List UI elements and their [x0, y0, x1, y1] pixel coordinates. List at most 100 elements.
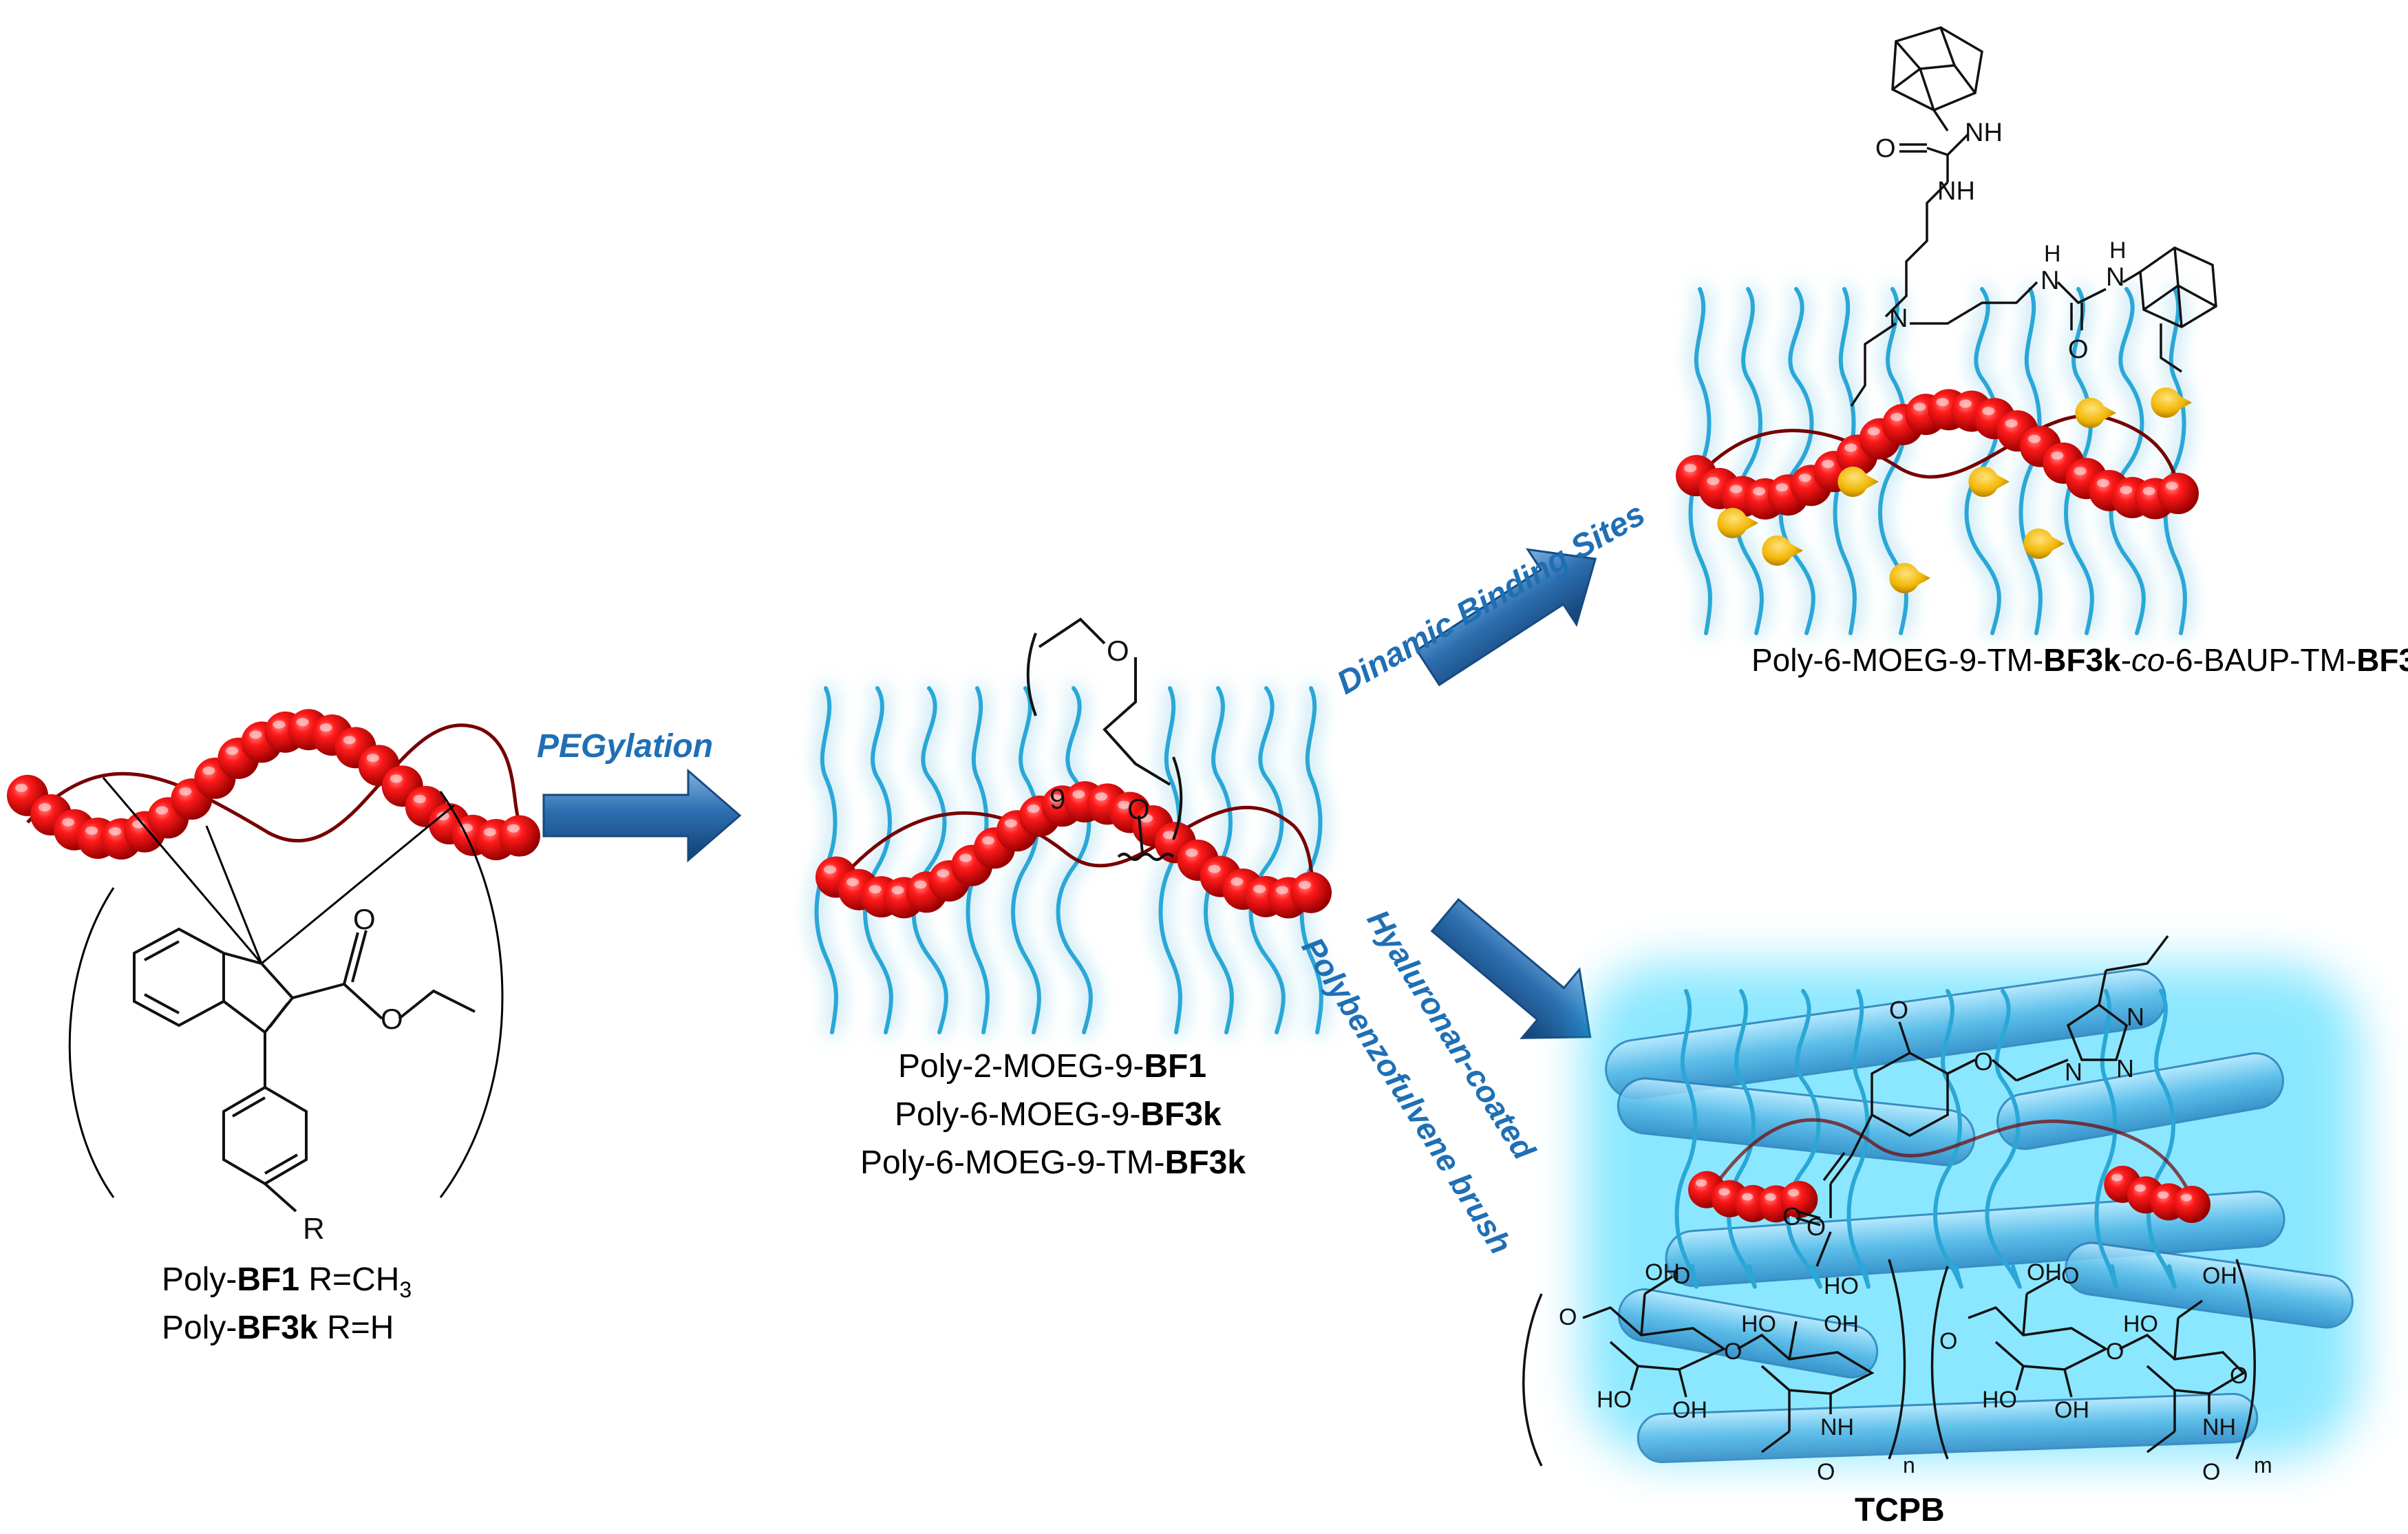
atom-n-triazole-3: N: [2065, 1058, 2082, 1086]
peg-chains-bottomright: [1674, 989, 2177, 1289]
polymer-backbone-topright: [1695, 414, 2184, 497]
peg-chain: [2146, 989, 2177, 1289]
atom-o-glycosidic-1: O: [1724, 1339, 1742, 1365]
atom-h-4: H: [2109, 237, 2127, 264]
peg-chain: [1011, 686, 1041, 1034]
peg-chain: [1056, 686, 1093, 1034]
peg-chain: [1734, 287, 1764, 635]
label-dynamic-binding: Dinamic Binding Sites: [1331, 496, 1651, 701]
arrow-dynamic-binding: [1415, 548, 1597, 687]
atom-r: R: [303, 1212, 325, 1246]
arrow-hyaluronan: [1430, 897, 1592, 1039]
atom-n-triazole-2: N: [2116, 1054, 2134, 1083]
middle-label-tm-bf3k: Poly-6-MOEG-9-TM-BF3k: [860, 1144, 1246, 1181]
peg-chain: [2109, 287, 2146, 635]
middle-label-bf3k: Poly-6-MOEG-9-BF3k: [895, 1096, 1222, 1133]
atom-oh-2: OH: [1672, 1397, 1707, 1423]
peg-chain: [1785, 989, 1822, 1289]
atom-nh-b: NH: [2202, 1414, 2236, 1440]
atom-o-ester: O: [381, 1003, 403, 1035]
atom-o-end-right: O: [2230, 1363, 2248, 1389]
atom-oh-5: OH: [2054, 1397, 2089, 1423]
ferulate-triazole-structure: [1796, 935, 2169, 1267]
atom-oh-8: OH: [1824, 1311, 1859, 1337]
peg-chain: [911, 686, 948, 1034]
atom-oh-acid-1: OH: [1645, 1259, 1680, 1286]
subscript-m: m: [2254, 1453, 2272, 1478]
atom-n-triazole-1: N: [2127, 1003, 2144, 1031]
atom-o-peg-bottom: O: [1127, 793, 1150, 825]
atom-o-ester-1: O: [1782, 1202, 1802, 1231]
peg-chain: [1158, 686, 1182, 1034]
peg-chain: [1985, 989, 2022, 1289]
tcpb-brush: O O N N N O O: [1522, 935, 2361, 1528]
atom-o-glycosidic-3: O: [2106, 1339, 2124, 1365]
polymer-beads-left: [7, 709, 540, 860]
binding-site: [1837, 467, 1879, 497]
atom-o-acid-1: O: [1672, 1263, 1690, 1289]
middle-label-bf1: Poly-2-MOEG-9-BF1: [898, 1048, 1206, 1085]
atom-o-acetyl-b: O: [2202, 1459, 2220, 1485]
peg-chains-middle: [814, 686, 1323, 1034]
arrow-pegylation: PEGylation: [537, 728, 742, 863]
hyaluronan-tube: [2065, 1242, 2354, 1329]
atom-o-peg-top: O: [1107, 635, 1129, 667]
polymer-backbone: [26, 723, 524, 843]
peg-chain: [1846, 989, 1871, 1289]
topright-label: Poly-6-MOEG-9-TM-BF3k-co-6-BAUP-TM-BF3k: [1751, 642, 2408, 678]
label-pegylation: PEGylation: [537, 728, 713, 765]
polymer-bead: [1290, 871, 1332, 913]
polymer-bead: [499, 815, 540, 857]
binding-site: [2075, 398, 2116, 428]
start-label-bf3k: Poly-BF3k R=H: [162, 1310, 394, 1346]
atom-ho-1: HO: [1597, 1387, 1632, 1413]
polymer-bead: [2157, 473, 2199, 515]
pegylated-brush: O O 9 Poly-2-MOEG-9-BF1 Poly-6-MOEG-9-BF…: [814, 617, 1332, 1181]
peg-chain: [1248, 686, 1286, 1034]
peg-chain: [2163, 287, 2187, 635]
peg-chain: [1674, 989, 1698, 1289]
atom-o-urea-1: O: [1875, 134, 1896, 163]
peg-chain: [1727, 989, 1757, 1289]
atom-nh-1: NH: [1965, 118, 2003, 147]
hyaluronan-tube: [1996, 1052, 2284, 1151]
atom-n-amine: N: [1889, 304, 1908, 333]
start-polymer: O O R Poly-BF1 R=CH3 Poly-BF3k R=H: [7, 709, 540, 1346]
peg-chains-topright: [1688, 287, 2187, 635]
atom-o-glycosidic-2: O: [1939, 1328, 1957, 1354]
atom-nh-a: NH: [1820, 1414, 1854, 1440]
atom-ho-4: HO: [1982, 1387, 2017, 1413]
start-label-bf1: Poly-BF1 R=CH3: [162, 1261, 412, 1302]
tcpb-label: TCPB: [1855, 1492, 1945, 1528]
peg-chain: [1933, 989, 1963, 1289]
connector-line-right: [261, 804, 455, 965]
benzofulvene-structure: [133, 927, 476, 1213]
atom-o-acid-2: O: [2061, 1263, 2079, 1289]
peg-repeat-structure: [1026, 617, 1183, 861]
polymer-beads-middle: [816, 781, 1332, 919]
atom-o-ether: O: [1974, 1047, 1993, 1076]
polymer-bead: [2173, 1185, 2210, 1223]
binding-site: [1968, 467, 2010, 497]
dynamic-brush: NH O NH N H N H N O Poly-6-MOEG-9-TM-BF3…: [1676, 26, 2408, 678]
peg-repeat-count: 9: [1049, 782, 1065, 815]
hyaluronan-tube: [1665, 1190, 2286, 1288]
atom-o-carbonyl: O: [353, 903, 376, 935]
atom-o-urea-2: O: [2068, 335, 2089, 364]
subscript-n: n: [1903, 1453, 1915, 1478]
atom-o-acetyl-a: O: [1817, 1459, 1835, 1485]
peg-chain: [2018, 287, 2043, 635]
polymer-backbone-middle: [835, 806, 1317, 896]
polymer-backbone-tcpb: [1705, 1118, 2194, 1199]
hyaluronan-tubes: [1605, 968, 2354, 1463]
atom-h-3: H: [2044, 241, 2061, 267]
hyaluronan-tube: [1637, 1393, 2259, 1463]
binding-site: [2151, 387, 2192, 418]
atom-oh-7: OH: [2202, 1263, 2237, 1289]
atom-o-end-left: O: [1559, 1304, 1577, 1330]
binding-site: [1889, 563, 1930, 593]
bracket-right: [439, 791, 504, 1198]
peg-chain: [863, 686, 893, 1034]
atom-o-methoxy: O: [1889, 996, 1908, 1024]
